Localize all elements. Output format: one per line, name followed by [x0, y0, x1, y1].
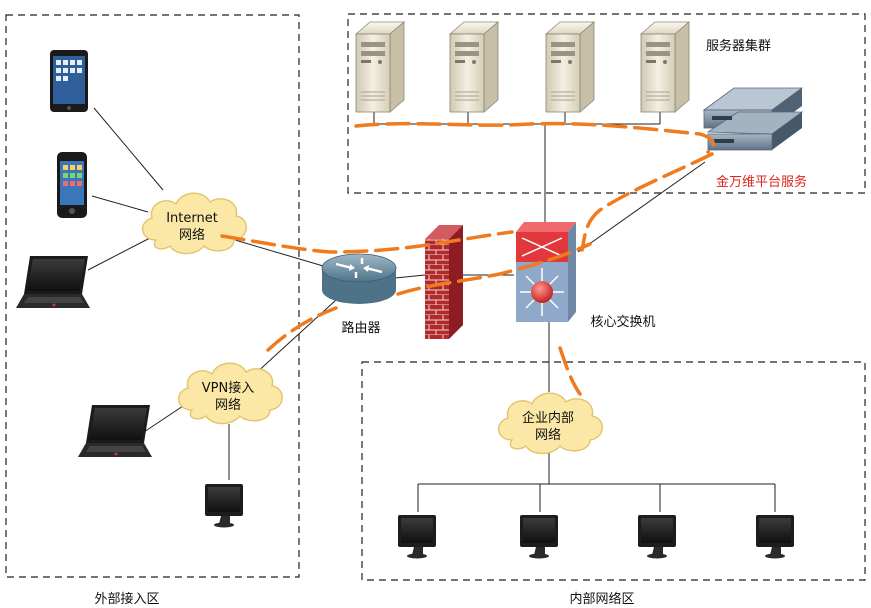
intranet-cloud-line2: 网络: [535, 427, 561, 443]
router-label: 路由器: [341, 320, 380, 336]
core-switch-label: 核心交换机: [590, 314, 655, 330]
server-tower-icon: [545, 21, 595, 113]
internal-zone-label: 内部网络区: [569, 591, 634, 607]
external-access-zone: [5, 14, 300, 578]
laptop-icon: [78, 405, 152, 457]
laptop-icon: [16, 256, 90, 308]
core-switch-icon: [516, 222, 576, 322]
intranet-cloud: 企业内部 网络: [497, 392, 603, 455]
internet-cloud-line2: 网络: [179, 227, 205, 243]
desktop-monitor-icon: [520, 515, 558, 559]
intranet-cloud-line1: 企业内部: [522, 410, 574, 426]
rack-server-icon: [702, 87, 804, 151]
server-cluster-zone: [347, 13, 866, 194]
vpn-cloud: VPN接入 网络: [177, 362, 283, 425]
orange-annotation-path: [220, 121, 716, 396]
desktop-monitor-icon: [638, 515, 676, 559]
server-cluster-label: 服务器集群: [706, 38, 771, 54]
server-tower-icon: [640, 21, 690, 113]
internet-cloud-line1: Internet: [166, 211, 218, 226]
server-tower-icon: [449, 21, 499, 113]
internal-network-zone: [361, 361, 866, 581]
desktop-monitor-icon: [205, 484, 243, 528]
external-zone-label: 外部接入区: [94, 591, 159, 607]
desktop-monitor-icon: [756, 515, 794, 559]
vpn-cloud-line2: 网络: [215, 397, 241, 413]
smartphone-icon: [57, 152, 87, 218]
firewall-icon: [425, 225, 463, 339]
internet-cloud: Internet 网络: [141, 192, 247, 255]
desktop-monitor-icon: [398, 515, 436, 559]
router-icon: [321, 253, 397, 304]
server-tower-icon: [355, 21, 405, 113]
platform-service-label: 金万维平台服务: [716, 174, 807, 190]
vpn-cloud-line1: VPN接入: [202, 380, 254, 396]
tablet-icon: [50, 50, 88, 112]
